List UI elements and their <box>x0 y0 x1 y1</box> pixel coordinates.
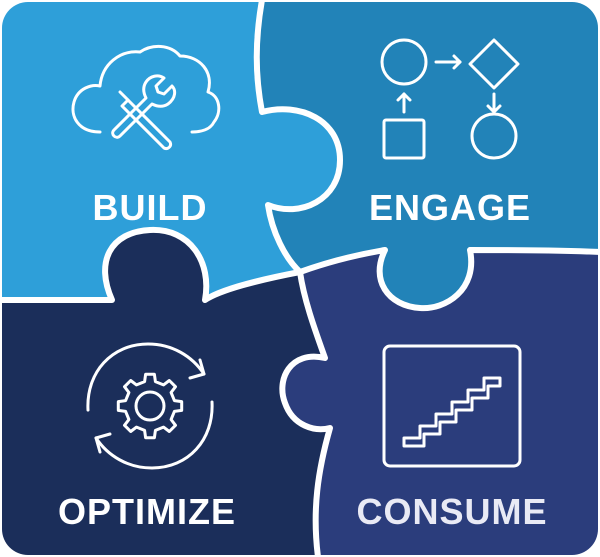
cloud-tools-icon <box>71 45 221 150</box>
piece-optimize <box>2 229 330 555</box>
piece-engage <box>256 2 598 309</box>
engage-label: ENGAGE <box>369 187 531 228</box>
gear-outline <box>116 372 184 440</box>
consume-label: CONSUME <box>356 491 547 532</box>
flowchart-icon <box>380 38 520 160</box>
stairs-icon <box>382 344 522 468</box>
build-label: BUILD <box>93 187 208 228</box>
optimize-label: OPTIMIZE <box>58 491 236 532</box>
piece-consume <box>282 250 598 555</box>
gear-cycle-icon <box>86 342 214 470</box>
